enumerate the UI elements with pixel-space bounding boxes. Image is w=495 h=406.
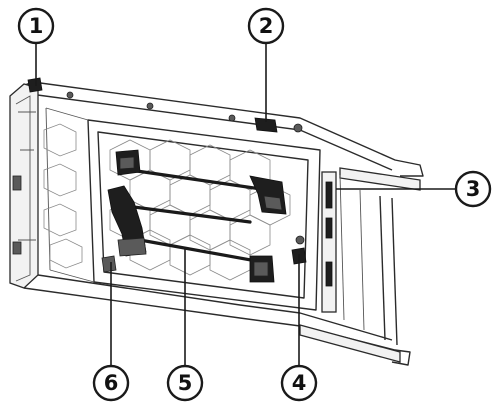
inner-bracket: [43, 107, 321, 311]
callout-label: 3: [466, 177, 481, 201]
callout-6: 6: [92, 364, 130, 402]
connector-region: [321, 171, 345, 321]
callout-label: 1: [29, 14, 44, 38]
callout-2: 2: [247, 7, 285, 45]
callout-3: 3: [454, 170, 492, 208]
callout-4: 4: [280, 364, 318, 402]
callout-label: 5: [178, 371, 193, 395]
leader-lines: [35, 44, 455, 365]
callout-1: 1: [17, 7, 55, 45]
callout-5: 5: [166, 364, 204, 402]
callout-label: 2: [259, 14, 274, 38]
callout-label: 4: [292, 371, 307, 395]
clamp-assembly: [101, 149, 307, 283]
callout-label: 6: [104, 371, 119, 395]
carrier-frame: [9, 77, 424, 366]
